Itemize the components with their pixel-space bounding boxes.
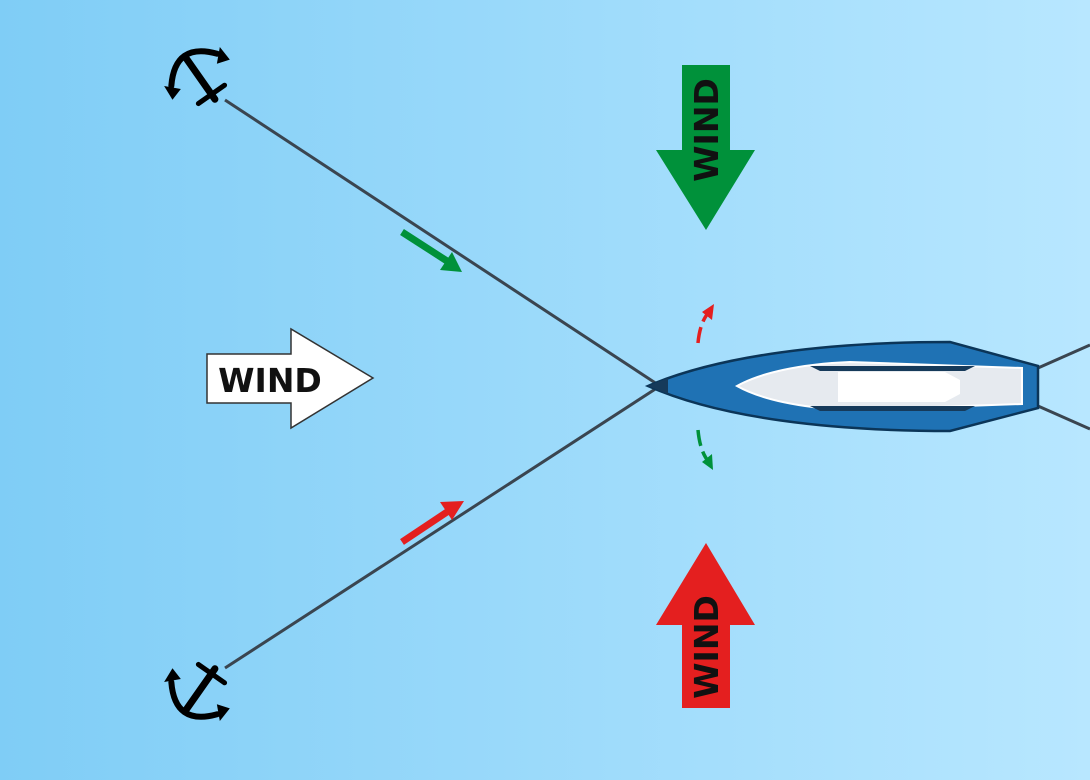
wind-arrow-icon-south: WIND	[656, 543, 755, 708]
wind-label-west: WIND	[218, 361, 322, 400]
wind-label-south: WIND	[687, 595, 726, 699]
red-swing-arrow-icon	[696, 304, 714, 344]
wind-arrow-icon-north: WIND	[656, 65, 755, 230]
boat-icon	[644, 340, 1040, 433]
anchor-rope-upper	[224, 98, 661, 388]
stern-line-upper	[1037, 343, 1090, 370]
boat-cabin	[838, 372, 960, 402]
green-force-arrow-icon	[400, 229, 462, 272]
boat-window-upper	[810, 366, 975, 371]
green-swing-arrow-icon	[696, 429, 713, 470]
stern-line-lower	[1037, 404, 1090, 431]
anchor-icon-lower	[164, 661, 230, 721]
anchor-rope-lower	[224, 384, 661, 670]
bow-tip	[648, 378, 668, 394]
wind-arrow-icon-west: WIND	[206, 327, 375, 430]
anchor-icon-upper	[164, 47, 230, 107]
wind-label-north: WIND	[687, 78, 726, 182]
red-force-arrow-icon	[400, 501, 464, 545]
boat-window-lower	[810, 406, 975, 411]
